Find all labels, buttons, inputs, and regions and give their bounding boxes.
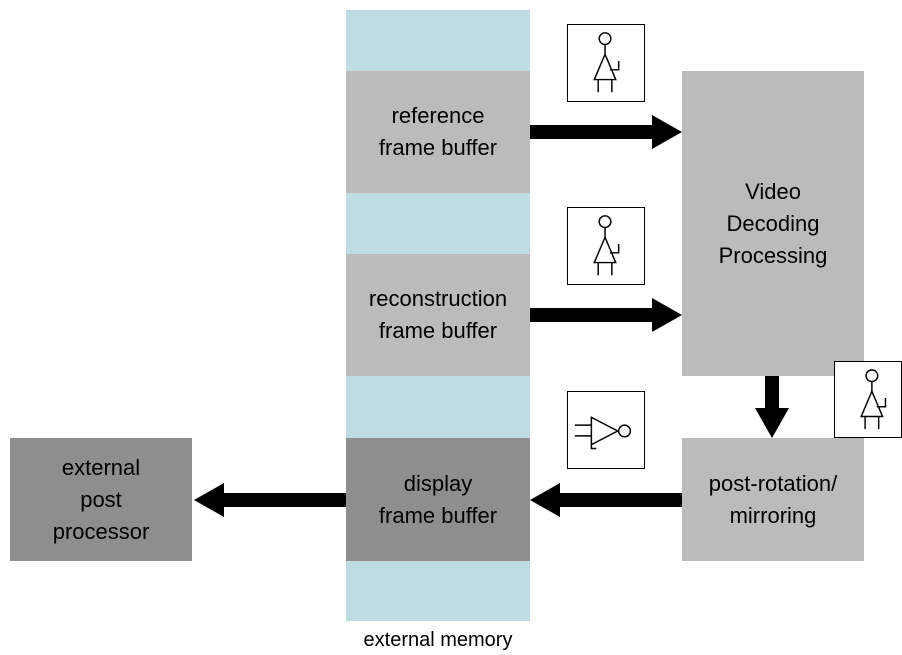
external-post-processor-label: external post processor xyxy=(52,454,150,544)
display-to-external-post-arrow xyxy=(194,483,346,517)
person-icon xyxy=(834,361,902,438)
reference-frame-buffer: reference frame buffer xyxy=(346,71,530,193)
external-post-processor-block: external post processor xyxy=(10,438,192,561)
person-icon xyxy=(567,207,645,285)
reconstruction-frame-buffer-label: reconstruction frame buffer xyxy=(368,286,508,343)
reference-frame-buffer-label: reference frame buffer xyxy=(378,103,498,160)
arrow-group xyxy=(194,115,789,517)
external-memory-label: external memory xyxy=(363,629,513,651)
reference-to-decoder-arrow xyxy=(530,115,682,149)
post-rotation-mirroring-label: post-rotation/ mirroring xyxy=(708,470,838,528)
inverter-gate-icon xyxy=(567,391,645,469)
post-rotation-to-display-arrow xyxy=(530,483,682,517)
person-icon xyxy=(567,24,645,102)
display-frame-buffer-label: display frame buffer xyxy=(378,470,498,528)
display-frame-buffer: display frame buffer xyxy=(346,438,530,561)
video-decoding-processing-block: Video Decoding Processing xyxy=(682,71,864,376)
decoder-to-post-rotation-arrow xyxy=(755,376,789,438)
post-rotation-mirroring-block: post-rotation/ mirroring xyxy=(682,438,864,561)
video-decoding-processing-label: Video Decoding Processing xyxy=(718,178,828,268)
reconstruction-to-decoder-arrow xyxy=(530,298,682,332)
reconstruction-frame-buffer: reconstruction frame buffer xyxy=(346,254,530,376)
